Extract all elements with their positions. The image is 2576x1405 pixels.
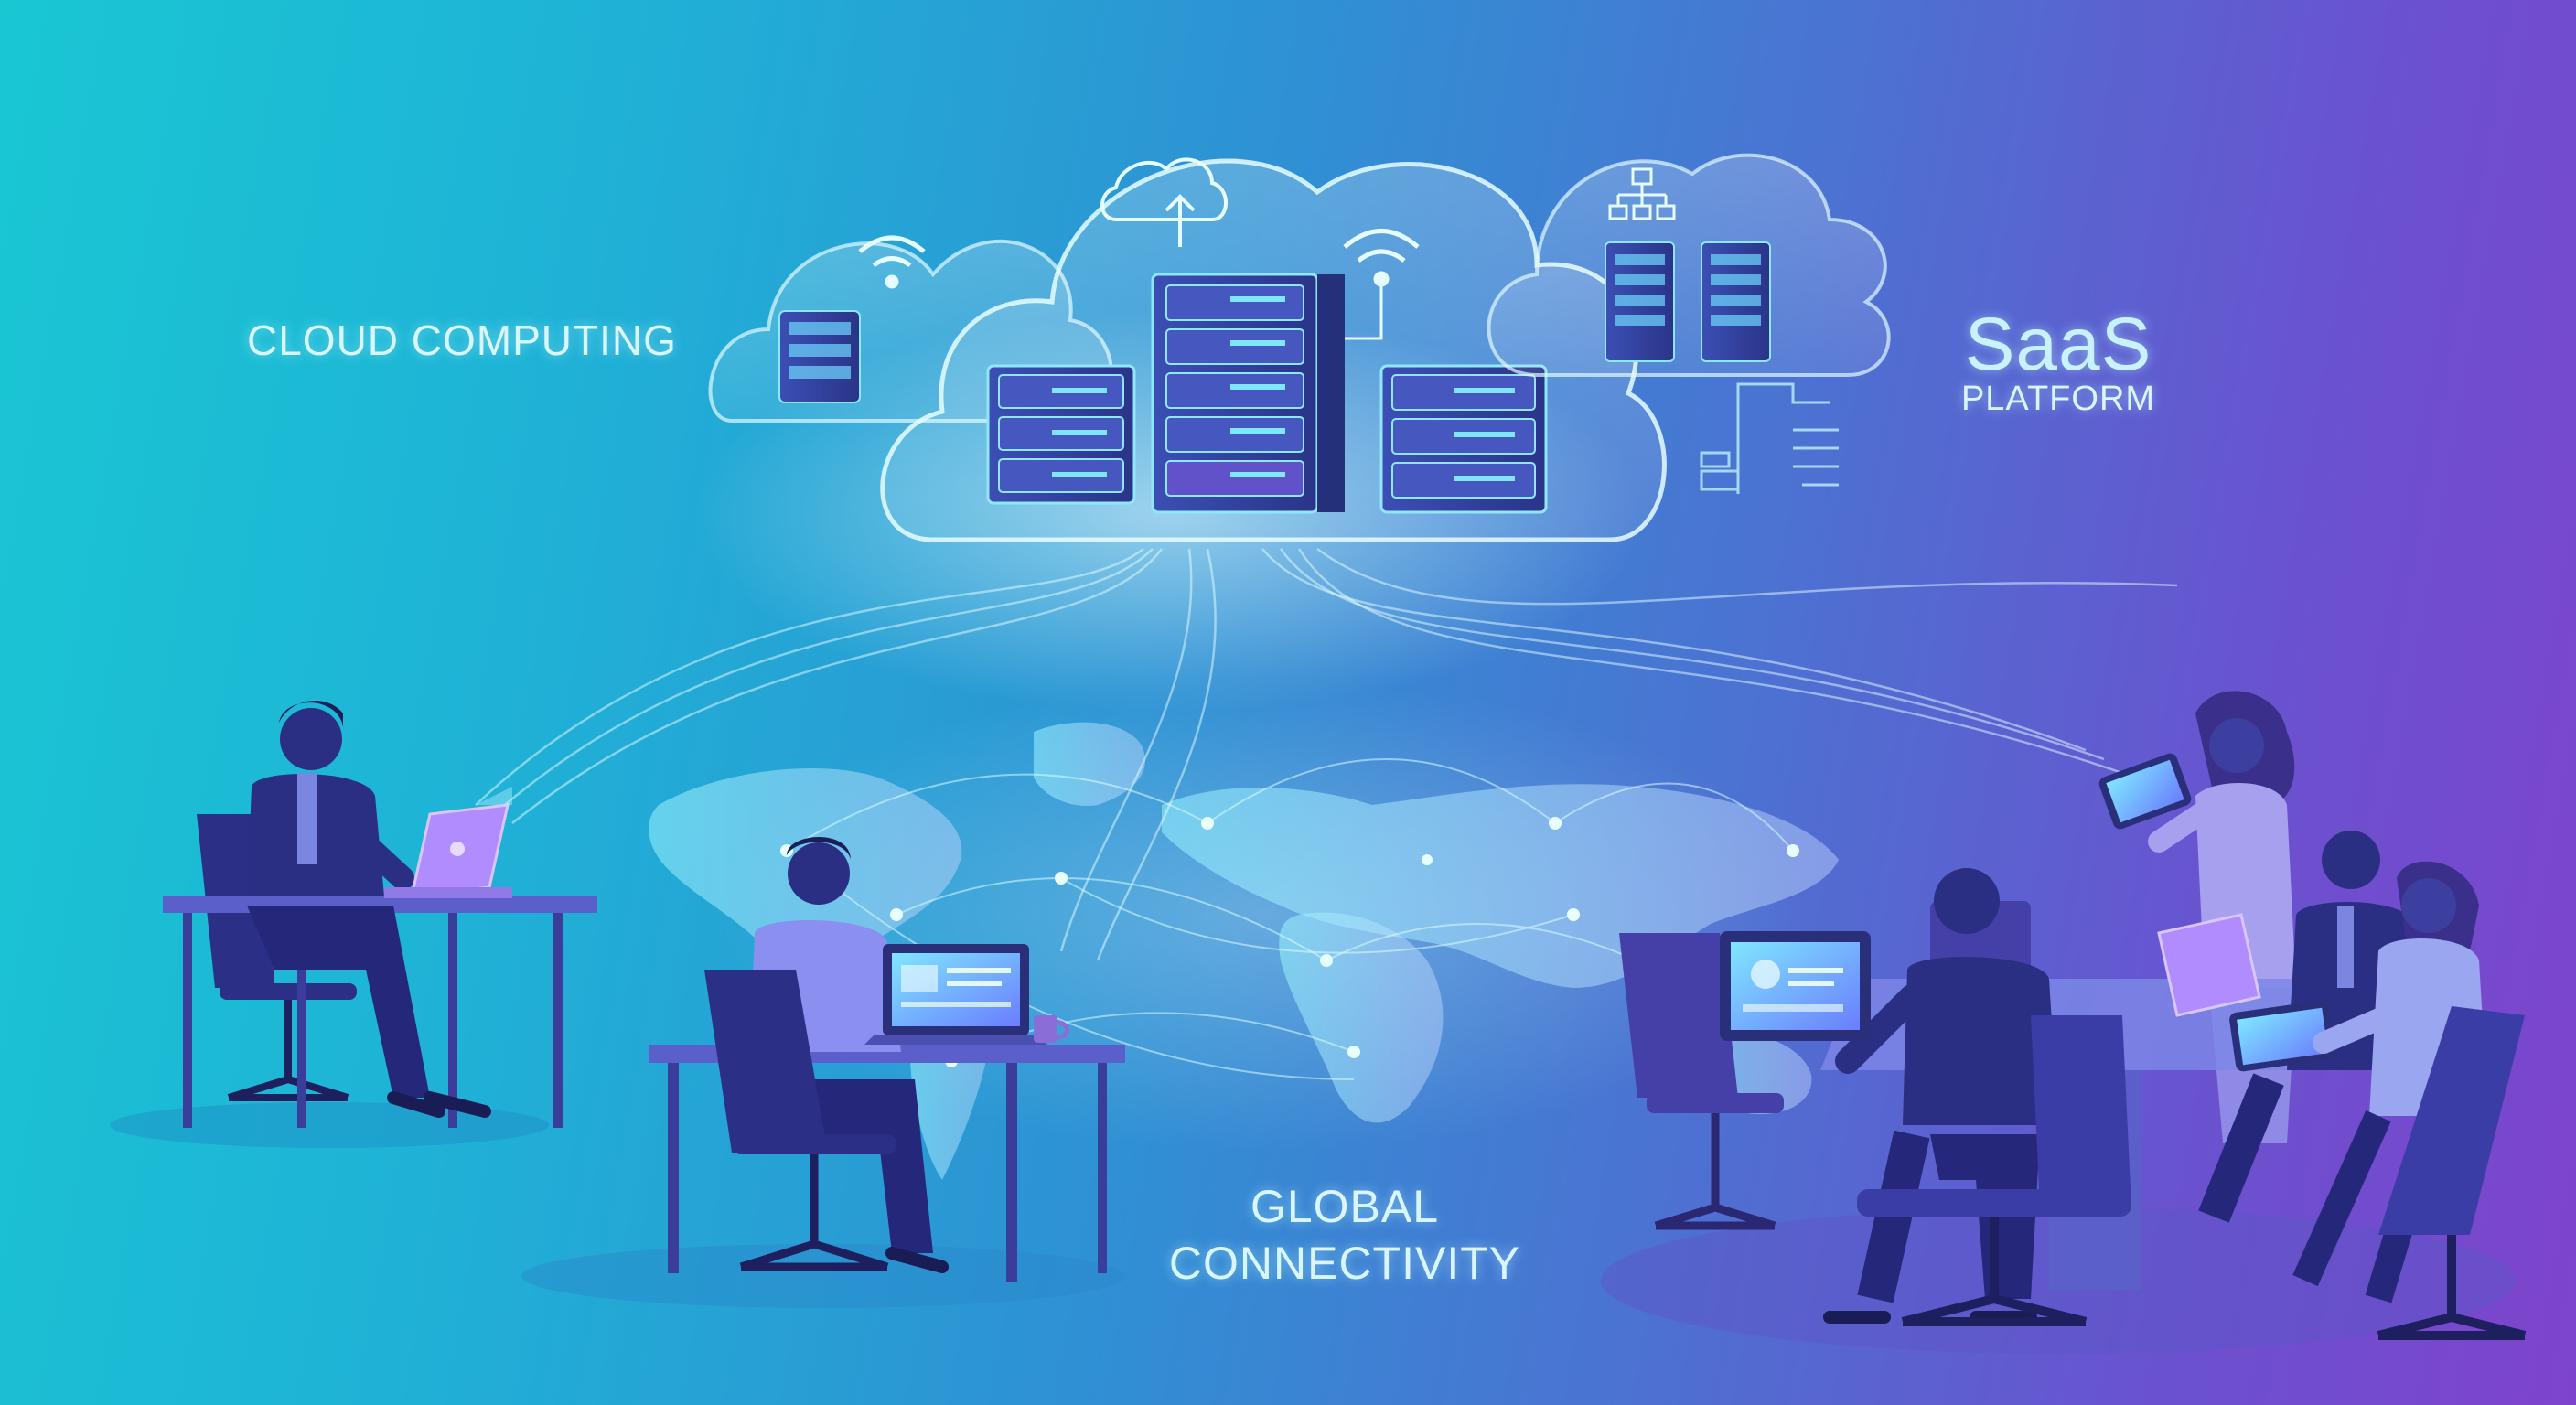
cloud-upload-icon [1100, 157, 1228, 247]
global-connectivity-line1: GLOBAL [1250, 1181, 1440, 1232]
server-small-left [778, 310, 861, 403]
server-rack-center [1151, 273, 1345, 514]
meeting-group [1601, 691, 2527, 1354]
cloud-computing-label: CLOUD COMPUTING [247, 316, 677, 364]
server-rack-right [1379, 364, 1548, 514]
saas-subtitle: PLATFORM [1960, 380, 2156, 418]
man-front [1720, 868, 2131, 1326]
saas-title: SaaS [1964, 303, 2152, 386]
global-connectivity-line2: CONNECTIVITY [1168, 1238, 1521, 1289]
server-pair-right [1605, 241, 1771, 362]
data-streams [475, 547, 2178, 961]
wifi-icon [858, 235, 926, 289]
worker-left [110, 701, 597, 1148]
connection-lines [786, 758, 1794, 1080]
cloud-main [880, 157, 1667, 542]
server-rack-left [986, 364, 1136, 505]
worker-middle [521, 837, 1125, 1308]
woman-seated [2229, 861, 2527, 1340]
analytics-glyph [1700, 382, 1839, 494]
cloud-right [1487, 153, 1891, 377]
sitemap-icon [1608, 167, 1676, 220]
